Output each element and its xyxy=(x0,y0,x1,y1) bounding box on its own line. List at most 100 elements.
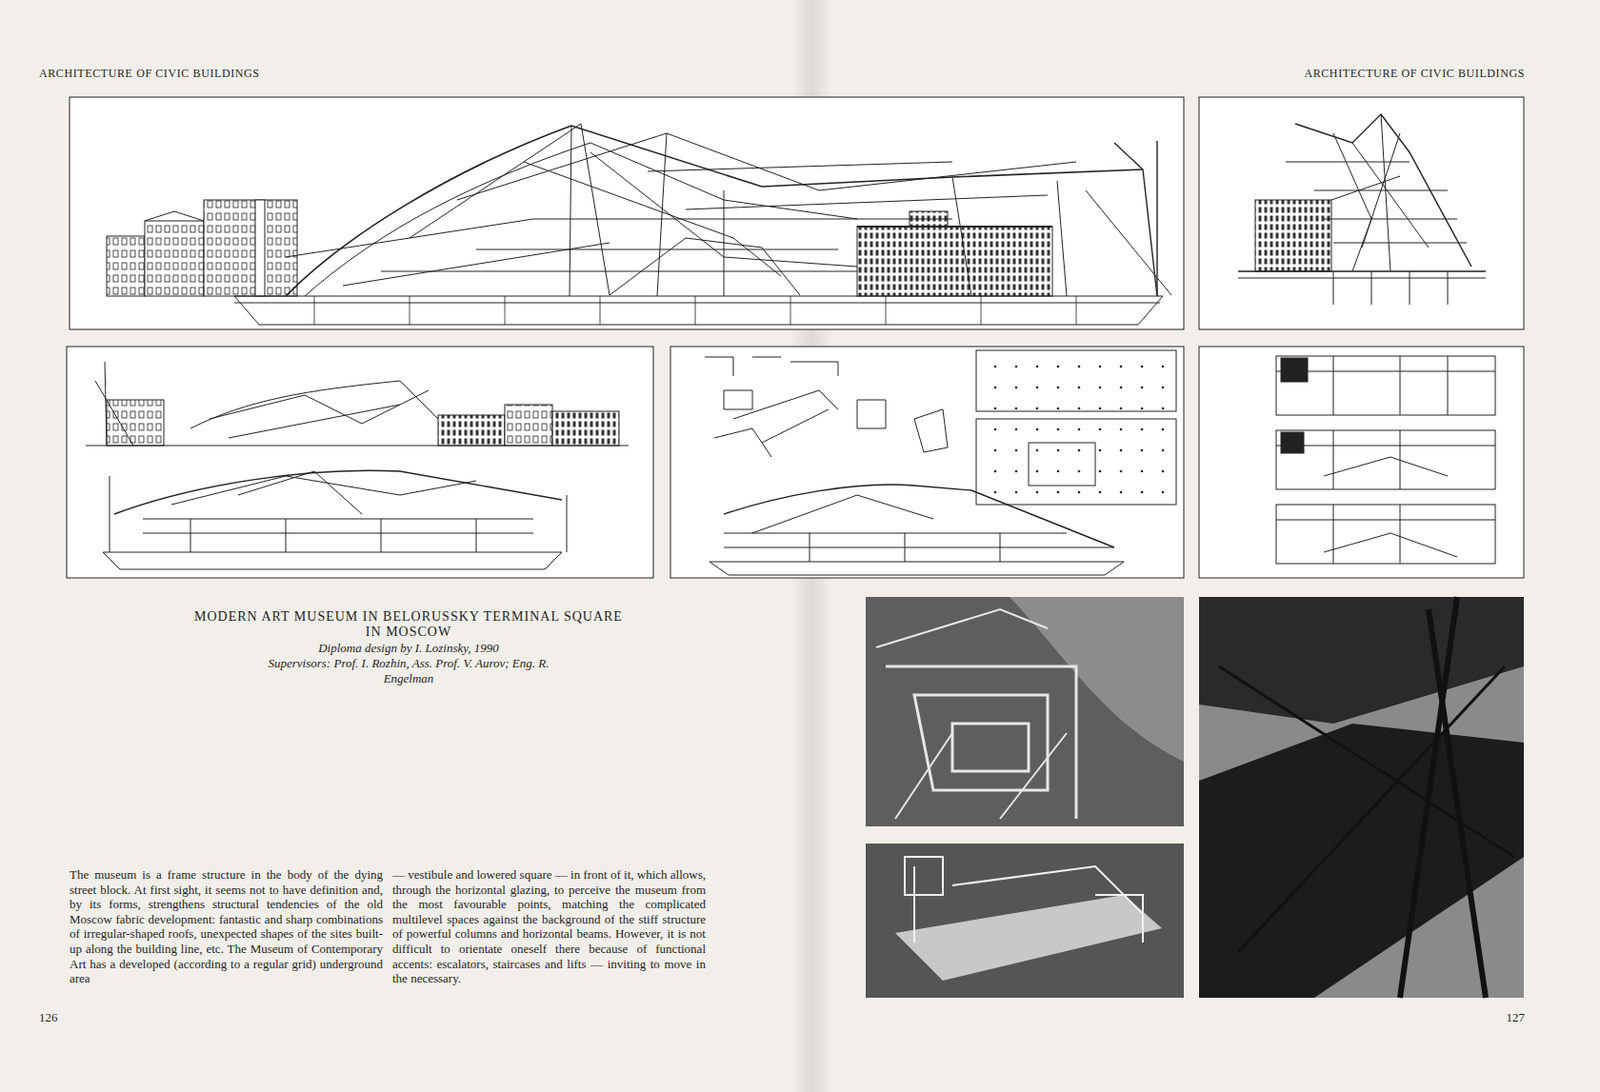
section-drawing xyxy=(238,471,362,515)
elevation-drawing xyxy=(69,97,1184,330)
elevation-drawing xyxy=(144,220,204,297)
section-drawing xyxy=(102,552,562,570)
elevation-drawing xyxy=(600,296,601,325)
floor-plans-drawing xyxy=(1276,504,1496,564)
elevation-drawing xyxy=(144,211,204,221)
plans-drawing xyxy=(670,346,1184,579)
elevation-drawing xyxy=(647,161,953,172)
floor-plans-drawing xyxy=(1199,346,1524,579)
running-header: ARCHITECTURE OF CIVIC BUILDINGS xyxy=(1303,66,1525,81)
elevation-drawing xyxy=(476,249,839,251)
model-photo xyxy=(1199,723,1524,999)
elevation-drawing xyxy=(885,296,887,325)
plans-drawing xyxy=(723,533,1067,535)
floor-plans-drawing xyxy=(1276,356,1496,416)
model-photo xyxy=(1009,597,1184,762)
model-photo xyxy=(1400,597,1486,999)
elevation-drawing xyxy=(234,296,1163,325)
elevation-drawing xyxy=(255,200,265,297)
elevation-drawing xyxy=(285,219,534,258)
side-elevation-drawing xyxy=(1199,97,1524,330)
floor-plans-drawing xyxy=(1276,430,1496,490)
model-photo xyxy=(1199,597,1524,724)
floor-plans-drawing xyxy=(1199,346,1524,579)
model-photo xyxy=(865,597,1184,827)
elevation-drawing xyxy=(952,177,972,297)
elevation-drawing xyxy=(69,97,1184,330)
section-drawing xyxy=(142,533,534,535)
elevation-drawing xyxy=(980,296,982,325)
plans-drawing xyxy=(723,547,1115,549)
section-drawing xyxy=(552,411,620,446)
elevation-drawing xyxy=(504,296,506,325)
section-drawing xyxy=(106,400,164,446)
elevation-drawing xyxy=(314,296,316,325)
body-text: — vestibule and lowered square — in fron… xyxy=(392,867,706,987)
plans-drawing xyxy=(670,346,1184,579)
side-elevation-drawing xyxy=(1323,219,1458,220)
model-photo xyxy=(865,843,1184,999)
elevation-drawing xyxy=(1085,190,1172,296)
model-photo xyxy=(1219,666,1515,953)
floor-plans-drawing xyxy=(1280,358,1308,382)
plans-drawing xyxy=(761,409,829,443)
side-elevation-drawing xyxy=(1295,114,1472,267)
elevation-drawing xyxy=(380,271,858,273)
elevation-drawing xyxy=(457,133,1077,200)
side-elevation-drawing xyxy=(1285,161,1410,163)
elevation-drawing xyxy=(533,219,953,220)
plans-drawing xyxy=(809,533,1000,562)
elevation-drawing xyxy=(342,242,610,286)
model-photo xyxy=(895,895,1162,981)
plans-drawing xyxy=(752,495,934,534)
side-elevation-drawing xyxy=(1331,176,1400,200)
side-elevation-drawing xyxy=(1199,97,1524,330)
credit-line: Diploma design by I. Lozinsky, 1990 xyxy=(218,640,600,657)
section-drawing xyxy=(209,390,429,424)
plans-drawing xyxy=(704,357,948,458)
elevation-drawing xyxy=(285,125,1143,297)
elevation-drawing xyxy=(409,123,610,296)
side-elevation-drawing xyxy=(1352,142,1429,248)
model-photo xyxy=(904,857,1143,943)
elevation-drawing xyxy=(234,302,1160,304)
floor-plans-drawing xyxy=(1280,432,1304,454)
elevation-drawing xyxy=(203,200,298,297)
model-photo xyxy=(885,666,1077,820)
elevation-drawing xyxy=(1114,142,1158,297)
side-elevation-drawing xyxy=(1238,270,1486,272)
section-drawing xyxy=(504,404,553,446)
section-drawing xyxy=(438,415,505,446)
section-drawing xyxy=(114,470,562,515)
credit-line: Supervisors: Prof. I. Rozhin, Ass. Prof.… xyxy=(246,656,571,687)
elevation-drawing xyxy=(409,296,411,325)
model-photo xyxy=(865,597,1184,827)
side-elevation-drawing xyxy=(1255,200,1332,272)
elevation-drawing xyxy=(857,225,1053,228)
floor-plans-drawing xyxy=(1276,430,1496,490)
side-elevation-drawing xyxy=(1333,242,1467,244)
running-header: ARCHITECTURE OF CIVIC BUILDINGS xyxy=(39,66,260,81)
section-drawing xyxy=(228,404,400,439)
elevation-drawing xyxy=(569,125,572,297)
plans-drawing xyxy=(733,390,839,420)
model-photo xyxy=(1199,597,1524,999)
elevation-drawing xyxy=(857,226,1053,297)
model-photo xyxy=(876,609,1067,820)
plans-drawing xyxy=(709,561,1124,576)
elevation-drawing xyxy=(1156,140,1158,297)
section-drawing xyxy=(142,519,534,520)
elevation-drawing xyxy=(695,296,697,325)
elevation-drawing xyxy=(790,296,792,325)
side-elevation-drawing xyxy=(1238,278,1486,280)
page-number: 127 xyxy=(1506,1010,1526,1026)
plans-drawing xyxy=(723,484,1115,548)
body-text: The museum is a frame structure in the b… xyxy=(69,867,383,987)
section-drawing xyxy=(109,476,567,553)
elevation-drawing xyxy=(1076,296,1078,325)
section-drawing xyxy=(190,519,477,553)
elevation-drawing xyxy=(685,195,1048,210)
side-elevation-drawing xyxy=(1361,133,1400,248)
elevation-drawing xyxy=(1057,180,1067,297)
model-photo xyxy=(865,843,1184,999)
